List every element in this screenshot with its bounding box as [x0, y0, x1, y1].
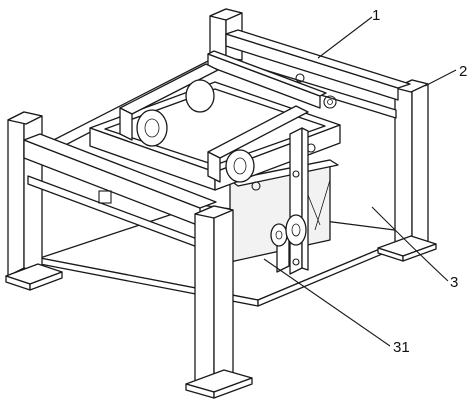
roller-mid: [185, 79, 215, 113]
roller-carriage: [119, 50, 337, 191]
roller-right: [225, 149, 255, 183]
tilting-frame: [89, 81, 341, 191]
callout-3: 3: [450, 274, 458, 291]
pulley: [270, 223, 288, 247]
leader-3: [371, 206, 449, 282]
leader-1: [317, 16, 373, 59]
leader-lines: [263, 16, 457, 347]
callout-31: 31: [393, 339, 410, 356]
front-right-leg: [185, 205, 253, 399]
link-assembly: [270, 127, 309, 275]
leader-31: [263, 258, 391, 347]
callout-1: 1: [372, 7, 380, 24]
square-hole: [98, 190, 112, 204]
callout-2: 2: [459, 63, 467, 80]
leader-2: [424, 69, 457, 87]
roller-left: [136, 109, 168, 147]
